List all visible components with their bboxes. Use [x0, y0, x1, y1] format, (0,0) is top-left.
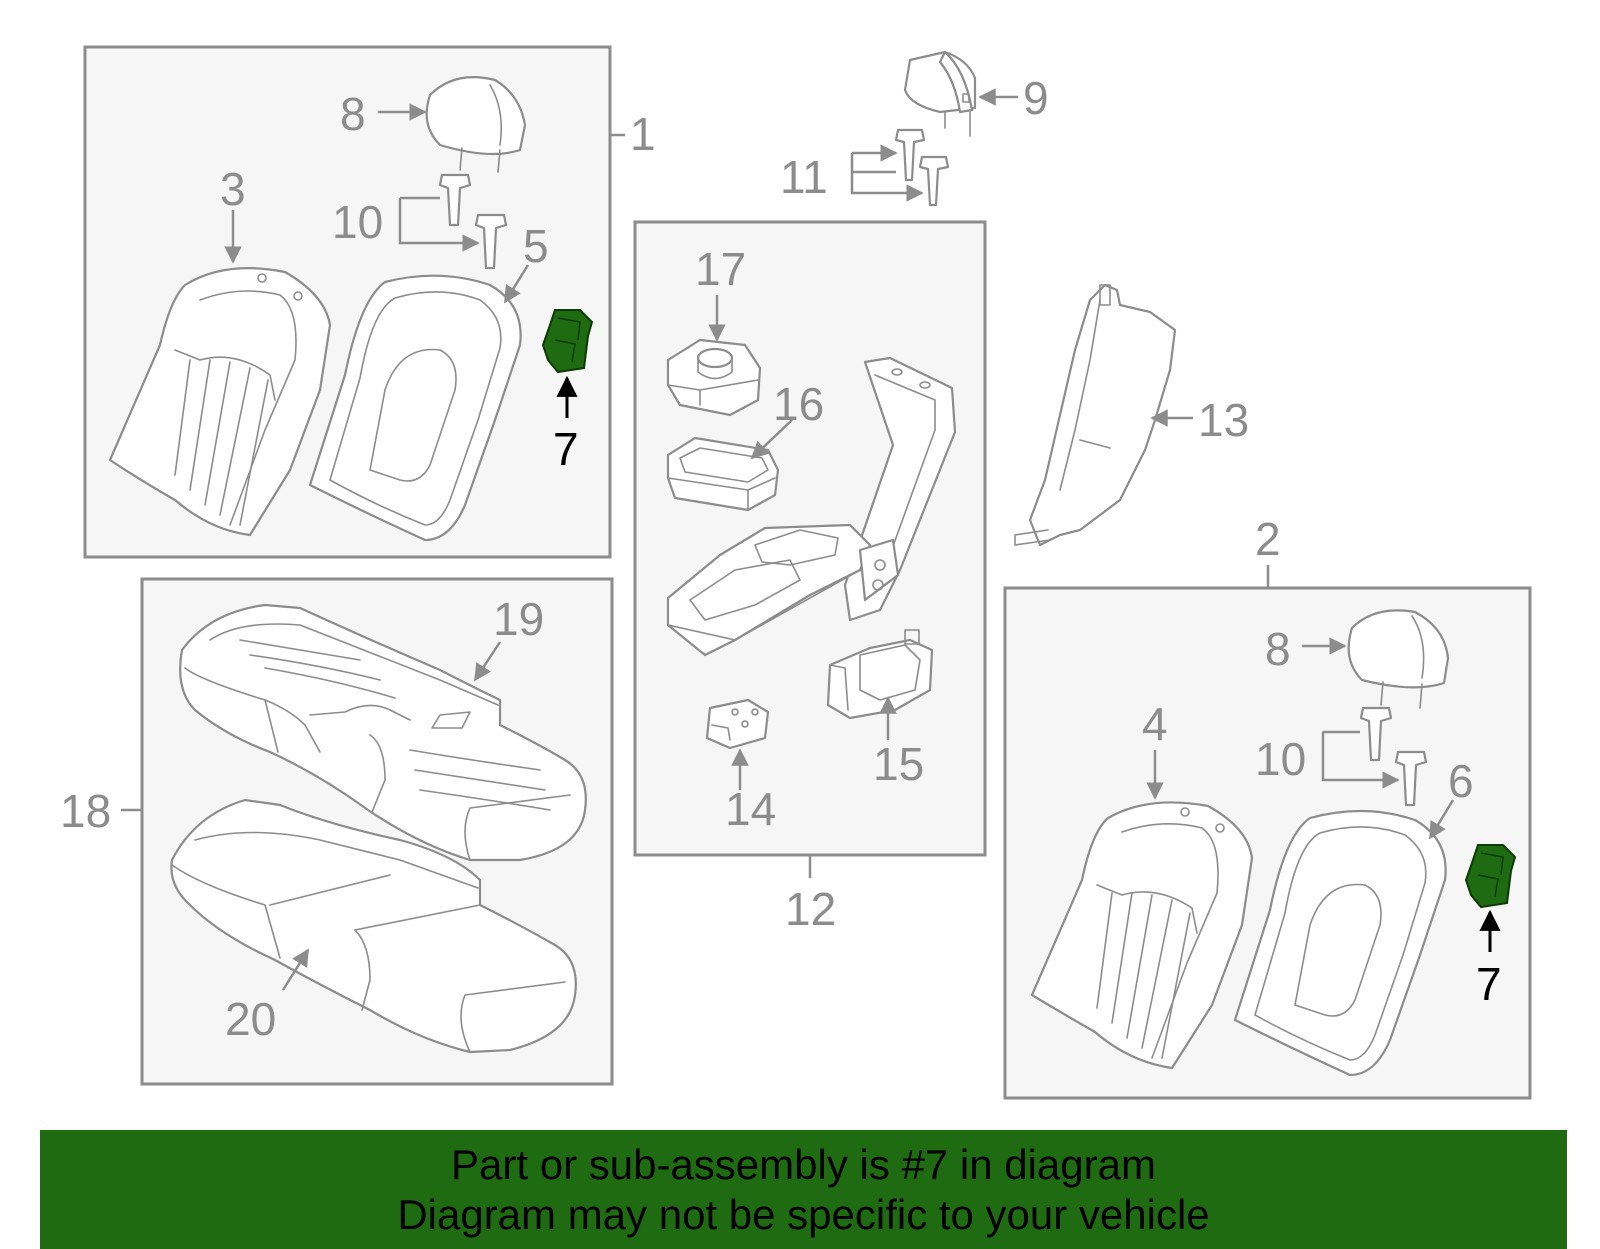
headrest-part-9 [903, 50, 977, 137]
banner-line-disclaimer: Diagram may not be specific to your vehi… [397, 1190, 1210, 1238]
callout-1: 1 [630, 108, 656, 160]
headrest-part-8 [425, 76, 527, 173]
callout-11: 11 [780, 151, 828, 203]
cushion-pad-part-20 [170, 798, 577, 1054]
leader-11 [850, 153, 922, 193]
cover-part-14 [705, 698, 770, 750]
callout-10-left: 10 [332, 196, 383, 248]
seatback-cover-part-3 [108, 267, 332, 537]
info-banner: Part or sub-assembly is #7 in diagram Di… [40, 1130, 1567, 1249]
callout-6: 6 [1448, 755, 1474, 807]
cup-holder-part-15 [826, 629, 934, 720]
callout-7-left: 7 [553, 423, 579, 475]
callout-7-right: 7 [1476, 958, 1502, 1010]
switch-part-17 [666, 338, 762, 417]
callout-9: 9 [1023, 72, 1049, 124]
leader-10-right [1321, 730, 1398, 780]
seatback-trim-part-5 [308, 274, 522, 542]
callout-15: 15 [873, 738, 924, 790]
leader-5 [503, 264, 530, 304]
callout-13: 13 [1198, 394, 1249, 446]
leader-19 [473, 641, 502, 682]
leader-10-left [398, 196, 478, 243]
callout-3: 3 [220, 163, 246, 215]
leader-20 [281, 948, 310, 991]
callout-2: 2 [1255, 513, 1281, 565]
bracket-part-13 [1014, 283, 1177, 547]
callout-17: 17 [695, 243, 746, 295]
cushion-cover-part-19 [179, 603, 587, 862]
cup-holder-part-16 [666, 436, 780, 512]
leader-16 [750, 419, 793, 460]
headrest-part-8-right [1347, 609, 1450, 709]
callout-10-right: 10 [1255, 733, 1306, 785]
seatback-cover-part-4 [1030, 801, 1254, 1070]
armrest-assembly [666, 356, 957, 657]
highlighted-part-7-right [1464, 844, 1517, 909]
highlighted-part-7-left [541, 309, 594, 374]
callout-12: 12 [785, 883, 836, 935]
callout-20: 20 [225, 993, 276, 1045]
callout-8-left: 8 [340, 88, 366, 140]
callout-8-right: 8 [1265, 623, 1291, 675]
callout-19: 19 [493, 593, 544, 645]
callout-18: 18 [60, 785, 111, 837]
leader-6 [1428, 799, 1455, 840]
callout-14: 14 [725, 783, 776, 835]
banner-line-part-info: Part or sub-assembly is #7 in diagram [451, 1140, 1156, 1188]
callout-16: 16 [773, 378, 824, 430]
seatback-trim-part-6 [1233, 809, 1447, 1077]
parts-diagram: 1 8 10 3 5 7 [60, 45, 1532, 1100]
callout-4: 4 [1142, 698, 1168, 750]
callout-5: 5 [523, 220, 549, 272]
